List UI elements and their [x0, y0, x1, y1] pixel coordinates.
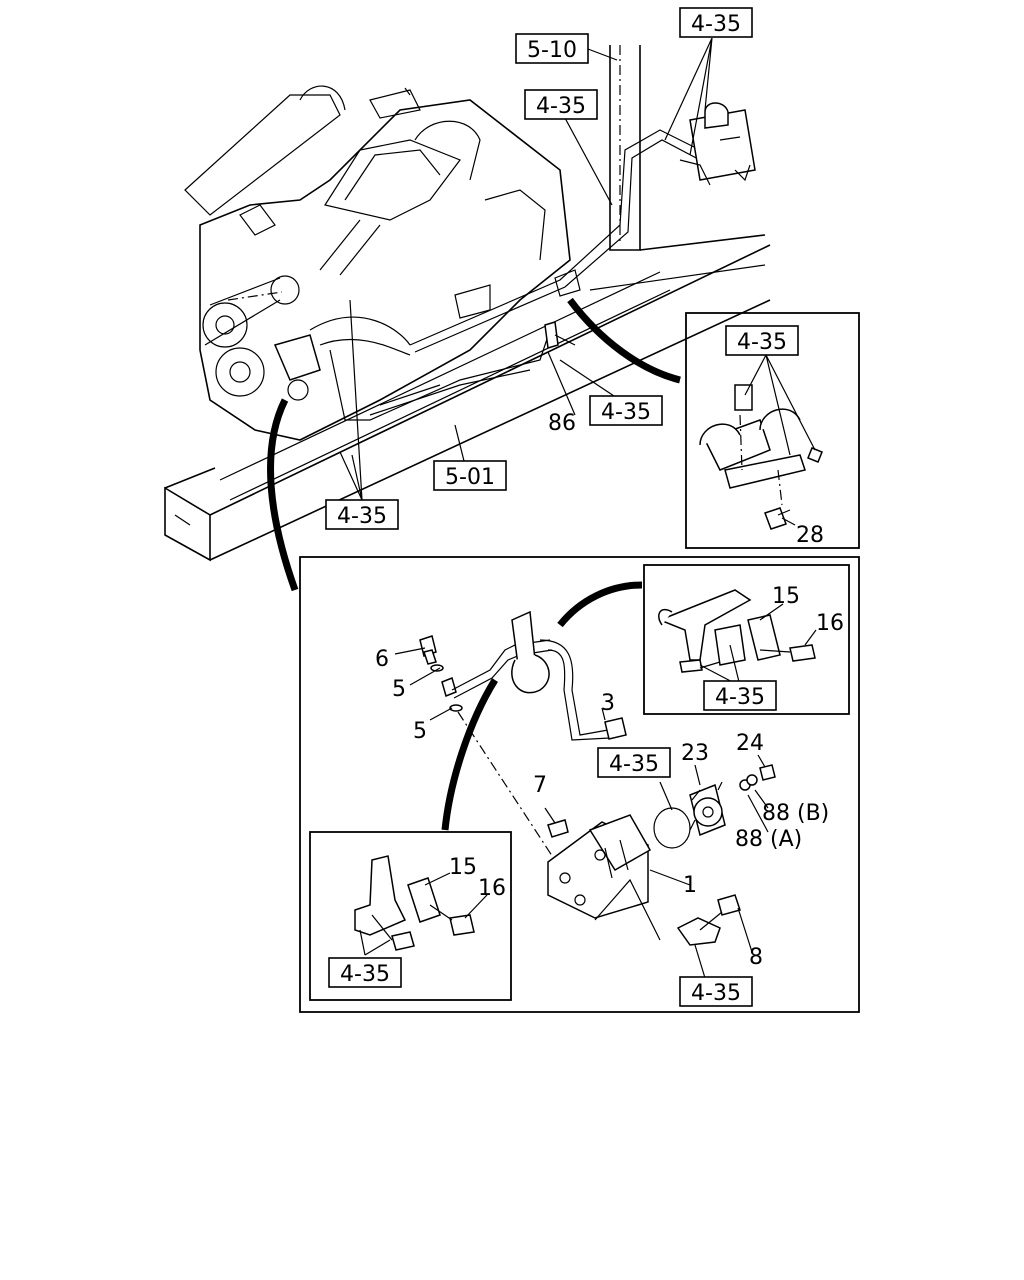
ref-box-right-mid: 4-35: [589, 395, 663, 426]
part-number-6: 6: [375, 647, 389, 672]
part-number-23: 23: [681, 741, 709, 766]
ref-box-inset-clamp-left: 4-35: [328, 957, 402, 988]
ref-box-label: 4-35: [609, 752, 659, 777]
detail-frame-pump: [299, 556, 860, 1013]
ref-box-label: 4-35: [337, 504, 387, 529]
part-number-3: 3: [601, 691, 615, 716]
ref-box-upper-mid: 4-35: [524, 89, 598, 120]
ref-box-detail-bottom: 4-35: [679, 976, 753, 1007]
detail-callout-arrow: [441, 678, 498, 831]
part-number-5: 5: [392, 677, 406, 702]
part-number-86: 86: [548, 411, 576, 436]
part-number-5: 5: [413, 719, 427, 744]
clamp-left-drawing: [354, 855, 488, 956]
ref-box-label: 4-35: [737, 330, 787, 355]
ref-box-label: 4-35: [536, 94, 586, 119]
part-number-24: 24: [736, 731, 764, 756]
clamp-bracket-drawing: [699, 354, 823, 530]
ref-box-label: 4-35: [601, 400, 651, 425]
inset-clamp-right: [643, 564, 850, 715]
ref-box-label: 4-35: [715, 685, 765, 710]
ref-box-5-10: 5-10: [515, 33, 589, 64]
engine-assembly-drawing: [164, 37, 771, 562]
ref-box-detail-mid: 4-35: [597, 747, 671, 778]
detail-callout-arrow: [267, 398, 299, 592]
ref-box-label: 4-35: [691, 12, 741, 37]
clamp-right-drawing: [657, 589, 817, 687]
detail-callout-arrow: [557, 581, 643, 628]
inset-clamp-left: [309, 831, 512, 1001]
detail-callout-arrow: [567, 297, 681, 384]
part-number-88-a: 88 (A): [735, 827, 802, 852]
ref-box-bottom-left-main: 4-35: [325, 499, 399, 530]
pressure-line-drawing: [394, 610, 627, 869]
part-number-15: 15: [449, 855, 477, 880]
ref-box-label: 4-35: [691, 981, 741, 1006]
part-number-88-b: 88 (B): [762, 801, 829, 826]
part-number-16: 16: [478, 876, 506, 901]
pump-drawing: [544, 754, 776, 979]
part-number-1: 1: [683, 873, 697, 898]
ref-box-inset-clamp-right: 4-35: [703, 680, 777, 711]
ref-box-label: 5-01: [445, 465, 495, 490]
part-number-15: 15: [772, 584, 800, 609]
ref-box-label: 4-35: [340, 962, 390, 987]
ref-box-top-right: 4-35: [679, 7, 753, 38]
part-number-16: 16: [816, 611, 844, 636]
part-number-7: 7: [533, 773, 547, 798]
ref-box-inset-top-right: 4-35: [725, 325, 799, 356]
ref-box-label: 5-10: [527, 38, 577, 63]
inset-clamp-top-right: [685, 312, 860, 549]
ref-box-5-01: 5-01: [433, 460, 507, 491]
part-number-8: 8: [749, 945, 763, 970]
part-number-28: 28: [796, 523, 824, 548]
